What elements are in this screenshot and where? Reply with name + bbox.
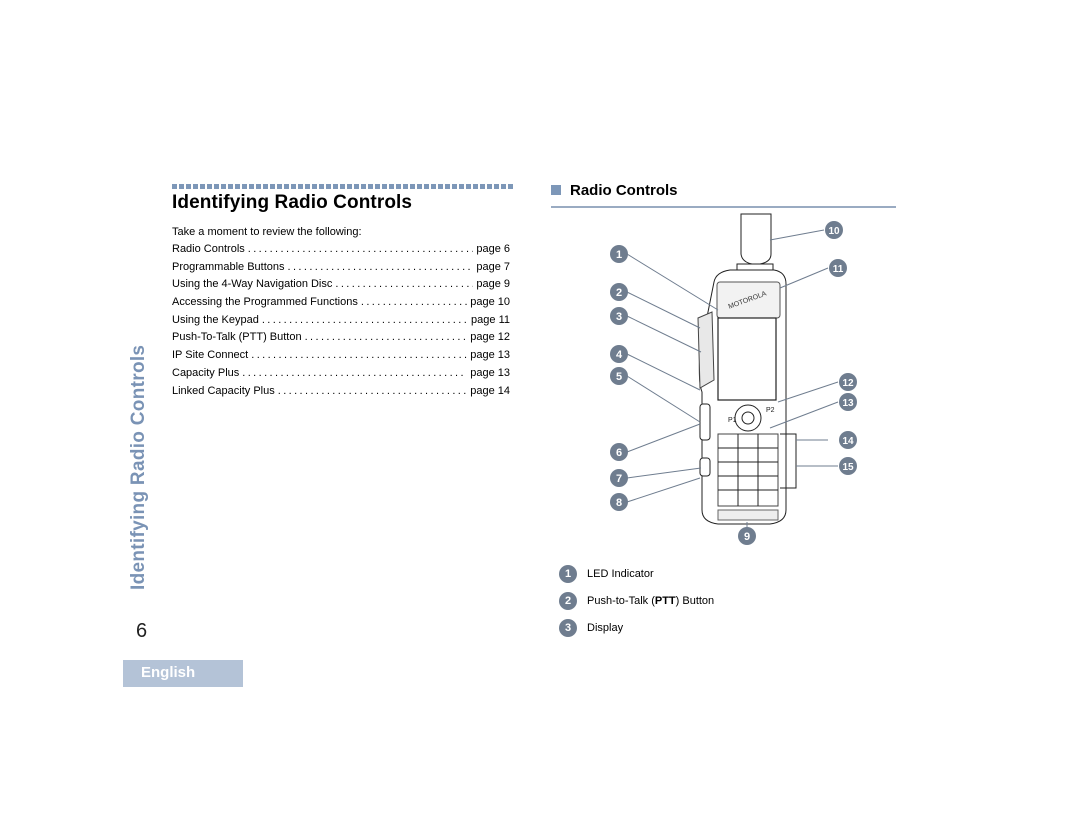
- section-divider: [172, 184, 515, 189]
- toc-entry[interactable]: Using the Keypad page 11: [172, 314, 510, 332]
- legend-item: 2 Push-to-Talk (PTT) Button: [559, 587, 714, 614]
- toc-entry-page: page 13: [470, 366, 510, 379]
- radio-diagram: MOTOROLA P1 P2 1 2 3 4 5 6 7 8 9 10 11 1…: [610, 213, 857, 545]
- toc-entry[interactable]: Accessing the Programmed Functions page 1…: [172, 296, 510, 314]
- vertical-section-title: Identifying Radio Controls: [128, 344, 149, 590]
- toc-entry[interactable]: Capacity Plus page 13: [172, 367, 510, 385]
- key-p2: P2: [766, 407, 775, 414]
- toc-entry-page: page 10: [470, 296, 510, 309]
- legend-label: Display: [587, 621, 624, 634]
- legend-item: 3 Display: [559, 614, 714, 641]
- svg-text:1: 1: [616, 249, 622, 261]
- callout-15: 15: [839, 457, 857, 475]
- legend-badge: 3: [559, 618, 577, 637]
- toc-entry-title: Accessing the Programmed Functions: [172, 296, 358, 309]
- callout-leaders: [626, 229, 839, 528]
- section-intro: Take a moment to review the following:: [172, 226, 362, 238]
- svg-text:6: 6: [616, 447, 622, 459]
- toc-entry[interactable]: IP Site Connect page 13: [172, 349, 510, 367]
- antenna: [740, 213, 772, 265]
- legend-label: LED Indicator: [587, 567, 654, 580]
- toc-entry-page: page 14: [470, 384, 510, 397]
- subsection-title: Radio Controls: [570, 182, 678, 199]
- legend-label-part: Push-to-Talk (: [587, 594, 655, 607]
- toc-entry-page: page 13: [470, 349, 510, 362]
- figure-legend: 1 LED Indicator 2 Push-to-Talk (PTT) But…: [559, 560, 714, 641]
- svg-text:3: 3: [616, 311, 622, 323]
- svg-text:14: 14: [842, 436, 854, 447]
- bullet-square-icon: [551, 185, 561, 195]
- key-p1: P1: [728, 417, 737, 424]
- callout-13: 13: [839, 393, 857, 411]
- toc-entry-page: page 12: [470, 331, 510, 344]
- toc-leader: [242, 367, 467, 379]
- table-of-contents: Radio Controls page 6 Programmable Button…: [172, 243, 510, 402]
- callout-2: 2: [610, 283, 628, 301]
- toc-entry[interactable]: Linked Capacity Plus page 14: [172, 385, 510, 403]
- toc-entry[interactable]: Using the 4-Way Navigation Disc page 9: [172, 278, 510, 296]
- page-number: 6: [136, 620, 148, 642]
- toc-entry-title: Using the 4-Way Navigation Disc: [172, 278, 333, 291]
- side-button-1: [699, 403, 711, 441]
- toc-entry-title: IP Site Connect: [172, 349, 249, 362]
- svg-text:12: 12: [842, 378, 854, 389]
- callout-14: 14: [839, 431, 857, 449]
- legend-item: 1 LED Indicator: [559, 560, 714, 587]
- toc-leader: [305, 331, 468, 343]
- toc-entry[interactable]: Programmable Buttons page 7: [172, 261, 510, 279]
- legend-badge: 2: [559, 591, 577, 610]
- toc-leader: [288, 261, 474, 273]
- callout-7: 7: [610, 469, 628, 487]
- legend-label-bold: PTT: [654, 594, 676, 607]
- toc-leader: [278, 385, 468, 397]
- toc-entry-page: page 11: [471, 313, 510, 326]
- side-button-2: [699, 457, 711, 477]
- callout-12: 12: [839, 373, 857, 391]
- subsection-header: Radio Controls: [551, 182, 896, 208]
- svg-text:11: 11: [833, 264, 844, 275]
- toc-entry-title: Using the Keypad: [172, 313, 259, 326]
- callout-5: 5: [610, 367, 628, 385]
- radio-illustration: [697, 213, 797, 525]
- legend-badge: 1: [559, 564, 577, 583]
- svg-text:15: 15: [842, 462, 854, 473]
- callout-9: 9: [738, 527, 756, 545]
- callout-8: 8: [610, 493, 628, 511]
- toc-entry-title: Radio Controls: [172, 243, 245, 255]
- toc-entry-page: page 7: [476, 260, 510, 273]
- toc-entry-title: Linked Capacity Plus: [172, 384, 275, 397]
- callout-6: 6: [610, 443, 628, 461]
- svg-text:4: 4: [616, 349, 623, 361]
- toc-leader: [251, 349, 467, 361]
- toc-entry-page: page 9: [476, 278, 510, 291]
- toc-entry-page: page 6: [476, 243, 510, 255]
- toc-leader: [335, 278, 473, 290]
- toc-entry[interactable]: Push-To-Talk (PTT) Button page 12: [172, 331, 510, 349]
- callout-11: 11: [829, 259, 847, 277]
- callout-10: 10: [825, 221, 843, 239]
- toc-leader: [361, 296, 467, 308]
- callout-1: 1: [610, 245, 628, 263]
- svg-text:2: 2: [616, 287, 622, 299]
- svg-text:9: 9: [744, 531, 750, 543]
- svg-text:8: 8: [616, 497, 622, 509]
- svg-text:5: 5: [616, 371, 622, 383]
- language-tab[interactable]: English: [123, 660, 243, 687]
- toc-entry-title: Capacity Plus: [172, 366, 240, 379]
- toc-entry-title: Programmable Buttons: [172, 260, 285, 273]
- callout-4: 4: [610, 345, 628, 363]
- svg-text:7: 7: [616, 473, 622, 485]
- section-title: Identifying Radio Controls: [172, 192, 413, 213]
- toc-entry-title: Push-To-Talk (PTT) Button: [172, 331, 302, 344]
- legend-label-part: ) Button: [675, 594, 715, 607]
- toc-entry[interactable]: Radio Controls page 6: [172, 243, 510, 261]
- callout-3: 3: [610, 307, 628, 325]
- toc-leader: [262, 314, 468, 326]
- toc-leader: [248, 243, 474, 255]
- svg-text:13: 13: [842, 398, 854, 409]
- svg-text:10: 10: [828, 226, 840, 237]
- legend-label: Push-to-Talk (PTT) Button: [587, 595, 714, 607]
